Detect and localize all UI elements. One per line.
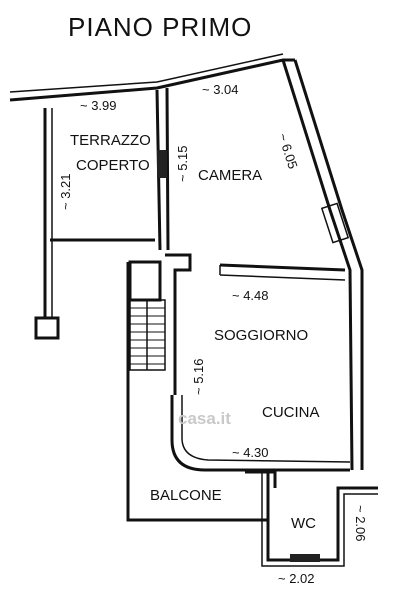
- dim-soggiorno-width: ~ 4.48: [232, 288, 269, 303]
- camera-living-wall: [219, 263, 346, 272]
- staircase: [129, 299, 166, 371]
- dim-terrazzo-depth: ~ 3.21: [58, 173, 73, 210]
- room-label-terrazzo: TERRAZZO: [70, 132, 151, 149]
- room-label-balcone: BALCONE: [150, 487, 222, 504]
- dim-terrazzo-width: ~ 3.99: [80, 98, 117, 113]
- dim-soggiorno-depth: ~ 5.16: [191, 358, 206, 395]
- stair-landing: [128, 260, 162, 302]
- watermark: casa.it: [178, 409, 231, 428]
- top-wall-outline: [9, 53, 284, 93]
- room-label-soggiorno: SOGGIORNO: [214, 327, 308, 344]
- room-label-wc: WC: [291, 515, 316, 532]
- dim-wc-width: ~ 2.02: [278, 571, 315, 586]
- stair-wall-right: [165, 253, 192, 395]
- dim-camera-side: ~ 6.05: [275, 131, 301, 170]
- camera-window: [320, 202, 350, 244]
- kitchen-curved-wall-inner: [181, 395, 351, 463]
- plan-title: PIANO PRIMO: [68, 12, 252, 42]
- room-label-coperto: COPERTO: [76, 157, 150, 174]
- room-label-cucina: CUCINA: [262, 404, 320, 421]
- left-lower-wall: [126, 262, 268, 522]
- terrace-pillar: [34, 316, 60, 340]
- right-wall-outer: [293, 59, 364, 470]
- dim-cucina-width: ~ 4.30: [232, 445, 269, 460]
- dim-wc-depth: ~ 2.06: [353, 505, 368, 542]
- camera-left-wall: [165, 87, 170, 251]
- wc-walls: [266, 470, 378, 562]
- dim-camera-depth: ~ 5.15: [175, 145, 190, 182]
- wc-window: [290, 554, 320, 562]
- wc-walls-outer: [261, 470, 378, 567]
- balcony-door: [245, 470, 277, 488]
- dim-camera-width: ~ 3.04: [202, 82, 239, 97]
- top-wall: [9, 58, 295, 102]
- camera-living-wall-inner: [219, 274, 346, 281]
- terrace-door: [157, 150, 167, 178]
- kitchen-curved-wall: [170, 395, 350, 472]
- room-label-camera: CAMERA: [198, 167, 262, 184]
